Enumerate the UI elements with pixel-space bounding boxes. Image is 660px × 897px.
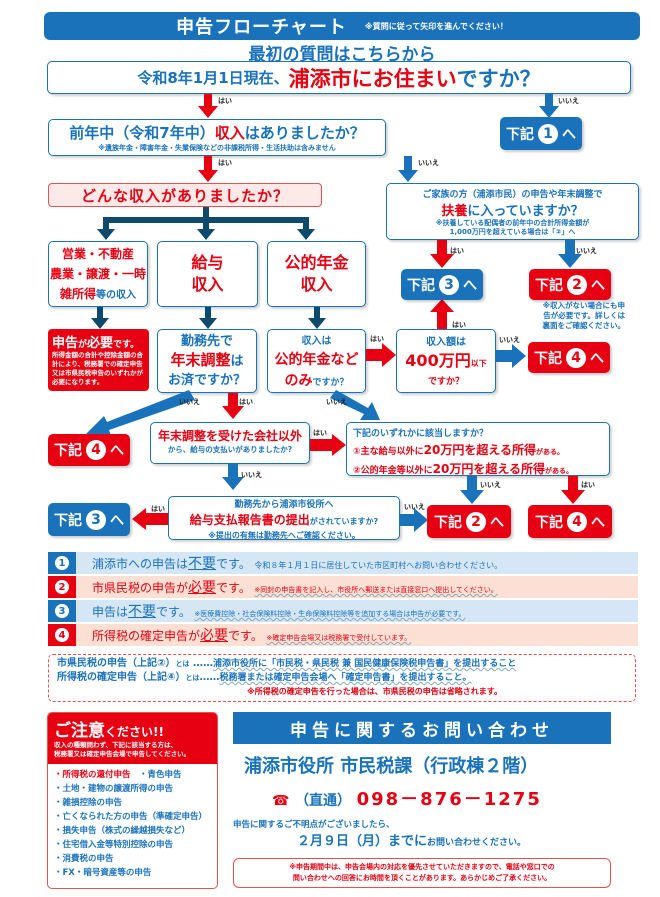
label-no: いいえ [558, 97, 579, 105]
question-other-employer: 年末調整を受けた会社以外 から、給与の支払いがありましたか? [150, 422, 310, 464]
result-2: 2 市県民税の申告が必要です。 ※同封の申告書を記入し、市役所へ郵送または直接窓… [48, 576, 638, 598]
arrow-up-yes [430, 299, 454, 329]
result-1: 1 浦添市への申告は不要です。 令和８年１月１日に居住していた市区町村へお問い合… [48, 552, 638, 574]
number-4-icon: 4 [567, 511, 587, 532]
first-question-label: 最初の質問はこちらから [248, 45, 436, 65]
question-income: 前年中（令和7年中）収入はありましたか？ ※遺族年金・障害年金・失業保険などの非… [48, 119, 386, 156]
question-salary-report: 勤務先から浦添市役所へ 給与支払報告書の提出がされていますか? ※提出の有無は勤… [168, 496, 400, 540]
caution-item: ・亡くなられた方の申告（準確定申告） [54, 812, 208, 822]
busy-period-notice: ※申告期間中は、申告会場内の対応を優先させていただきますので、電話や窓口での問い… [233, 858, 611, 888]
arrow-right-yes [310, 434, 346, 456]
arrow-down-yes [198, 94, 218, 118]
arrow-down [308, 307, 326, 329]
header-subtitle: ※質問に従って矢印を進んでください！ [364, 21, 508, 31]
deadline-intro: 申告に関するご不明点がございましたら、 [233, 820, 395, 830]
arrow-right-yes [366, 343, 396, 367]
question-dependent: ご家族の方（浦添市民）の申告や年末調整で 扶養に入っていますか？ ※扶養している… [386, 183, 639, 240]
definitions-box: 市県民税の申告（上記②）とは ……浦添市役所に「市民税・県民税 兼 国民健康保険… [48, 654, 636, 702]
caution-item: ・消費税の申告 [54, 854, 114, 864]
arrow-down-yes [222, 393, 244, 419]
caution-item: ・所得税の還付申告 [54, 770, 131, 780]
question-income-type: どんな収入がありましたか？ [48, 183, 322, 207]
number-2-icon: 2 [466, 511, 486, 532]
arrow-right-no [496, 344, 526, 368]
header-title: 申告フローチャート [176, 17, 347, 38]
no-income-note: ※収入がない場合にも申告が必要です。詳しくは裏面をご確認ください。 [542, 301, 626, 330]
income-type-salary: 給与収入 [157, 241, 258, 307]
arrow-down-no [460, 476, 484, 504]
filing-required-box: 申告が必要です。 所得金額の合計や控除金額の合計により、税務署での確定申告又は市… [48, 329, 149, 391]
phone-icon: ☎ [272, 793, 290, 809]
number-2-icon: 2 [55, 580, 69, 594]
question-income-under-4m: 収入額は 400万円以下 ですか？ [396, 329, 496, 393]
caution-item: ・損失申告（株式の繰越損失など） [54, 826, 191, 836]
question-year-end-adjustment: 勤務先で 年末調整は お済ですか？ [157, 329, 257, 393]
number-3-icon: 3 [439, 274, 459, 295]
number-3-icon: 3 [55, 604, 69, 618]
number-1-icon: 1 [55, 556, 69, 570]
income-type-pension: 公的年金収入 [267, 241, 366, 307]
question-residence: 令和8年1月1日現在、 浦添市にお住まい ですか？ [47, 61, 631, 94]
arrow-diagonal-no [330, 390, 380, 420]
arrow-down-no [558, 240, 582, 268]
caution-item: ・住宅借入金等特別控除の申告 [54, 840, 174, 850]
arrow-down-no [222, 464, 244, 490]
deadline: ２月９日（月）までにお問い合わせください。 [297, 834, 527, 849]
number-4-icon: 4 [566, 347, 586, 368]
branch-connector [97, 207, 315, 240]
question-pension-only: 収入は 公的年金など のみですか？ [267, 329, 366, 393]
caution-item: ・FX・暗号資産等の申告 [54, 868, 152, 878]
arrow-down-yes [430, 240, 454, 268]
number-1-icon: 1 [538, 123, 558, 144]
arrow-down-no [539, 94, 559, 118]
number-2-icon: 2 [567, 274, 587, 295]
caution-item: ・雑損控除の申告 [54, 798, 123, 808]
arrow-left-yes [132, 508, 168, 530]
arrow-diagonal-no [85, 390, 195, 438]
caution-box: ご注意ください!! 収入の種類問わず、下記に該当する方は、 税務署又は確定申告会… [47, 712, 218, 889]
number-4-icon: 4 [55, 628, 69, 642]
caution-item: ・青色申告 [139, 770, 182, 780]
label-yes: はい [218, 97, 232, 105]
arrow-right-no [400, 508, 428, 532]
arrow-down [199, 307, 217, 329]
result-3: 3 申告は不要です。 ※医療費控除・社会保険料控除・生命保険料控除等を追加する場… [48, 600, 638, 622]
result-4: 4 所得税の確定申告が必要です。 ※確定申告会場又は税務署で受付しています。 [48, 624, 638, 646]
number-4-icon: 4 [86, 440, 106, 460]
flowchart-header: 申告フローチャート ※質問に従って矢印を進んでください！ [44, 12, 640, 40]
contact-phone[interactable]: ☎ （直通） 098－876－1275 [272, 789, 542, 810]
question-other-income: 下記のいずれかに該当しますか？ ①主な給与以外に20万円を超える所得がある。 ②… [346, 422, 610, 476]
arrow-down-yes [198, 156, 218, 182]
contact-header: 申告に関するお問い合わせ [233, 712, 611, 744]
arrow-down [91, 307, 109, 329]
contact-office: 浦添市役所 市民税課（行政棟２階） [244, 756, 539, 777]
number-3-icon: 3 [86, 509, 106, 530]
arrow-down-yes [561, 476, 585, 504]
arrow-down-no [398, 156, 418, 182]
income-type-business: 営業・不動産 農業・譲渡・一時 雑所得等の収入 [48, 241, 148, 307]
caution-item: ・土地・建物の譲渡所得の申告 [54, 784, 174, 794]
